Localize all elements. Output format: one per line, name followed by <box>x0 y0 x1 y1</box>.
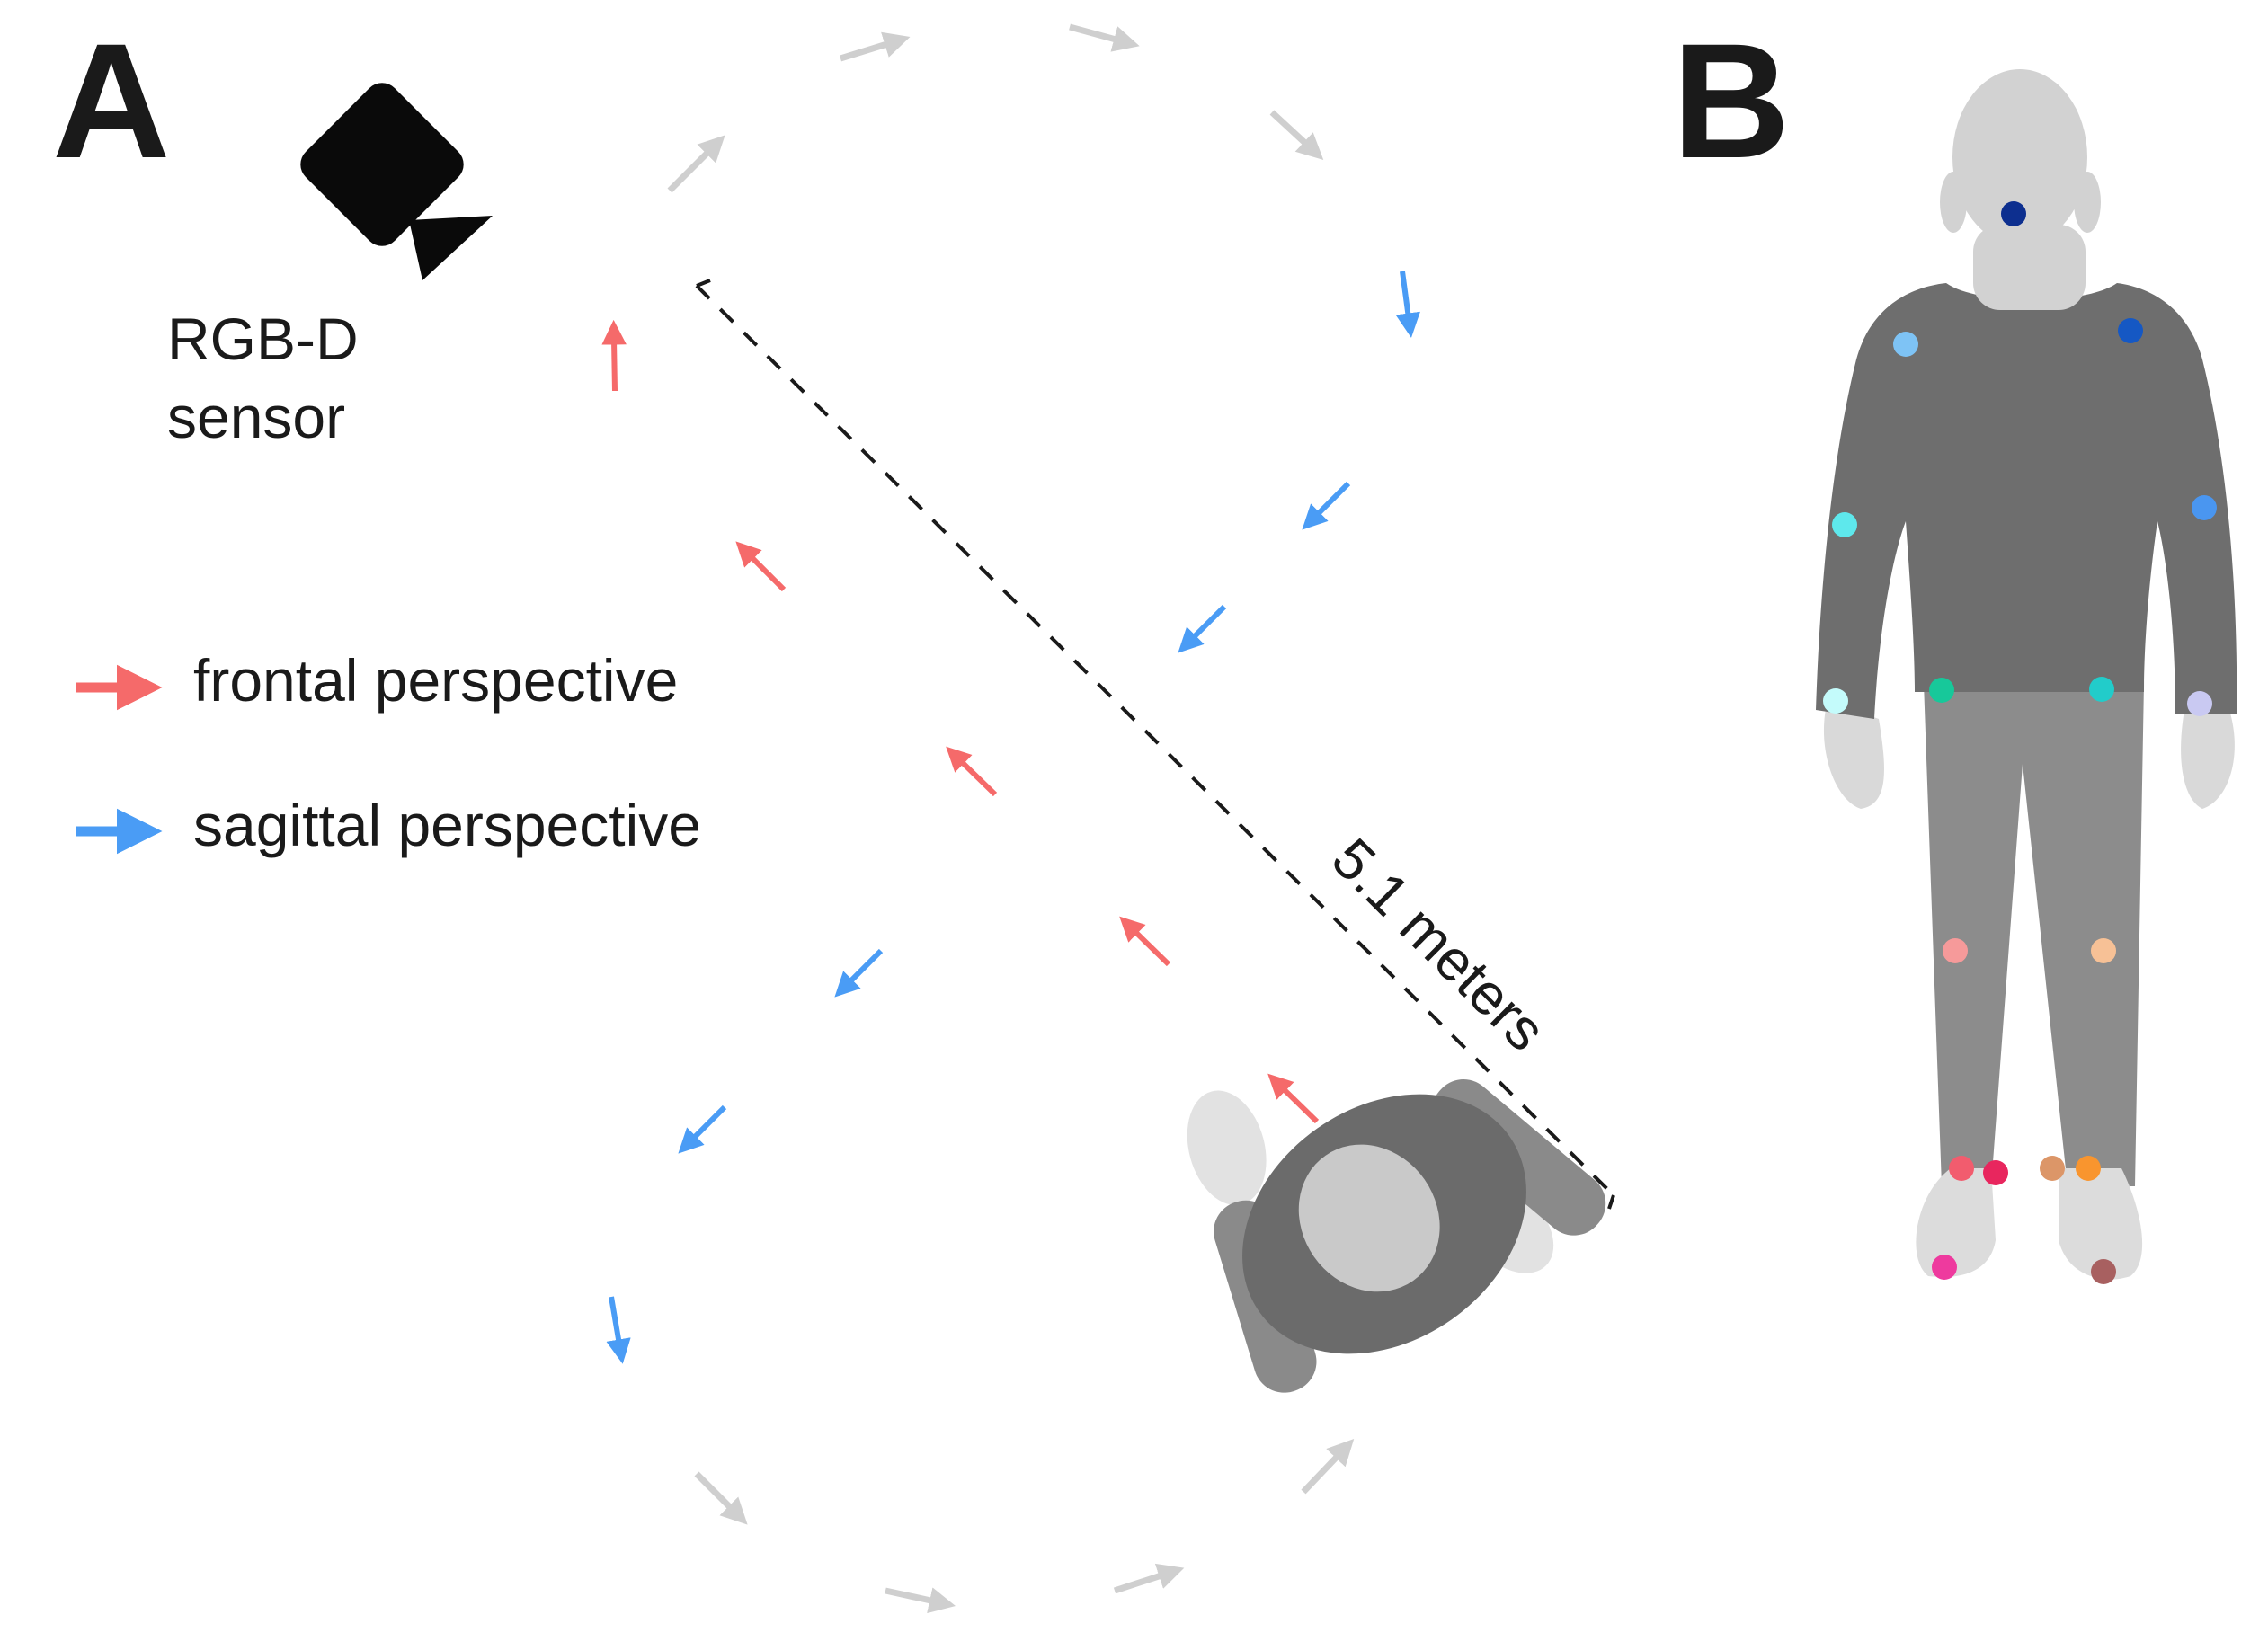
joint-marker-elbow-right <box>1832 512 1857 537</box>
joint-marker-ankle-right-a <box>1949 1156 1974 1181</box>
distance-tick-start <box>696 279 711 288</box>
path-arrows <box>601 23 1420 1614</box>
path-arrow-frontal <box>735 541 787 592</box>
path-arrow-gray <box>885 1587 956 1614</box>
legend-frontal-label: frontal perspective <box>193 647 678 714</box>
distance-tick-end <box>1607 1194 1615 1210</box>
path-arrow-gray <box>839 31 911 62</box>
path-arrow-frontal <box>1119 916 1171 967</box>
path-arrow-gray <box>694 1471 748 1525</box>
path-arrow-sagittal <box>1178 604 1227 653</box>
walking-person-top-view <box>1187 1079 1606 1393</box>
joint-marker-head <box>2001 201 2026 226</box>
path-arrow-gray <box>1069 23 1140 52</box>
panel-b-letter: B <box>1672 9 1790 192</box>
joint-marker-ankle-left-b <box>2076 1156 2101 1181</box>
distance-indicator: 5.1 meters <box>695 279 1615 1210</box>
path-arrow-sagittal <box>606 1296 631 1364</box>
joint-marker-toe-right <box>1932 1255 1957 1280</box>
joint-marker-shoulder-left <box>2118 318 2143 343</box>
joint-markers <box>1823 201 2217 1284</box>
legend: frontal perspective sagittal perspective <box>76 647 701 858</box>
sensor-label-line1: RGB-D <box>167 306 359 372</box>
path-arrow-sagittal <box>1302 481 1351 530</box>
joint-marker-shoulder-right <box>1893 332 1918 357</box>
path-arrow-frontal <box>946 746 998 797</box>
joint-marker-elbow-left <box>2192 495 2217 520</box>
path-arrow-sagittal <box>1395 271 1420 338</box>
path-arrow-gray <box>1113 1563 1185 1594</box>
joint-marker-toe-left <box>2091 1259 2116 1284</box>
panel-a: A RGB-D sensor frontal perspective sagit… <box>52 9 1615 1614</box>
camera-icon <box>300 83 493 280</box>
joint-marker-knee-left <box>2091 938 2116 963</box>
path-arrow-sagittal <box>678 1104 727 1154</box>
path-arrow-gray <box>1269 110 1324 160</box>
path-arrow-sagittal <box>834 948 884 998</box>
path-arrow-gray <box>667 135 725 193</box>
body-figure <box>1816 69 2237 1280</box>
sensor-label-line2: sensor <box>167 384 345 450</box>
distance-label: 5.1 meters <box>1320 826 1558 1063</box>
path-arrow-frontal <box>601 319 627 392</box>
panel-a-letter: A <box>52 9 170 192</box>
path-arrow-gray <box>1301 1438 1355 1495</box>
joint-marker-hip-left <box>2089 677 2114 702</box>
panel-b: B <box>1672 9 2237 1284</box>
joint-marker-ankle-left-a <box>2040 1156 2065 1181</box>
joint-marker-wrist-left <box>2187 691 2212 716</box>
legend-sagittal-label: sagittal perspective <box>193 792 701 858</box>
joint-marker-wrist-right <box>1823 688 1848 714</box>
path-arrow-frontal <box>1267 1073 1320 1124</box>
distance-line <box>695 284 1615 1197</box>
joint-marker-ankle-right-b <box>1983 1160 2008 1185</box>
joint-marker-hip-right <box>1929 678 1954 703</box>
joint-marker-knee-right <box>1943 938 1968 963</box>
